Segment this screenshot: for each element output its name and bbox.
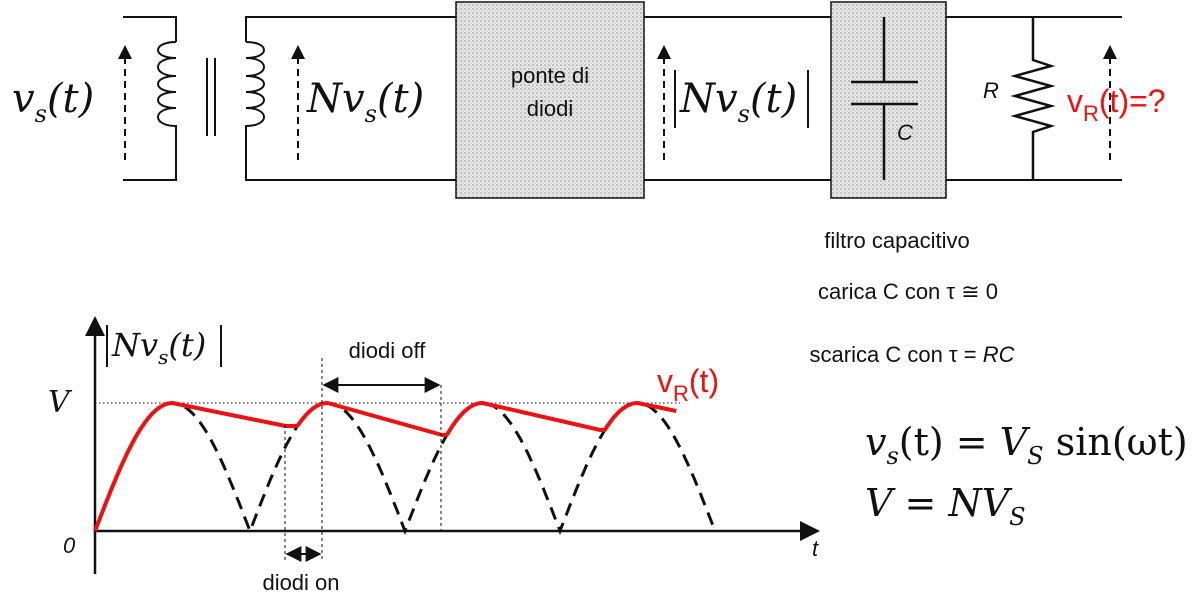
rectified-voltage-label: Nvs(t) bbox=[679, 76, 797, 128]
secondary-top-wire bbox=[245, 16, 456, 42]
origin-label: 0 bbox=[63, 533, 76, 558]
equation-peak: V = NVS bbox=[865, 481, 1026, 531]
diode-bridge-box bbox=[455, 1, 645, 199]
output-voltage-label: vR(t)=? bbox=[1067, 83, 1166, 126]
vr-output-series bbox=[93, 401, 677, 532]
peak-label: V bbox=[48, 385, 73, 420]
circuit bbox=[123, 16, 1122, 181]
capacitor-symbol bbox=[851, 17, 918, 180]
source-voltage-label: vs(t) bbox=[12, 76, 94, 128]
primary-top-wire bbox=[123, 16, 177, 42]
primary-bottom-wire bbox=[123, 142, 177, 181]
secondary-coil bbox=[245, 41, 265, 142]
vr-series-label: vR(t) bbox=[657, 363, 719, 406]
discharge-note: scarica C con τ = RC bbox=[810, 342, 1015, 367]
diodes-on-label: diodi on bbox=[262, 570, 339, 595]
diodes-off-label: diodi off bbox=[349, 338, 427, 363]
secondary-voltage-label: Nvs(t) bbox=[306, 76, 424, 128]
capacitor-label: C bbox=[897, 120, 913, 145]
primary-coil bbox=[157, 41, 177, 142]
filter-title: filtro capacitivo bbox=[824, 228, 970, 253]
equation-source: vs(t) = VS sin(ωt) bbox=[865, 420, 1188, 470]
waveform-marks bbox=[93, 401, 717, 536]
y-axis-label: Nvs(t) bbox=[111, 326, 206, 369]
capacitor-filter-box bbox=[830, 1, 947, 199]
waveform-chart: diodi off diodi on 0 t V Nvs(t) vR(t) bbox=[48, 316, 820, 595]
resistor-symbol bbox=[1010, 17, 1056, 180]
bridge-label-line2: diodi bbox=[527, 96, 573, 121]
secondary-bottom-wire bbox=[245, 142, 456, 181]
x-axis-label: t bbox=[812, 536, 819, 561]
resistor-label: R bbox=[983, 78, 999, 103]
rectified-sine-series bbox=[93, 401, 717, 536]
charge-note: carica C con τ ≅ 0 bbox=[818, 279, 998, 304]
bridge-label-line1: ponte di bbox=[511, 63, 589, 88]
